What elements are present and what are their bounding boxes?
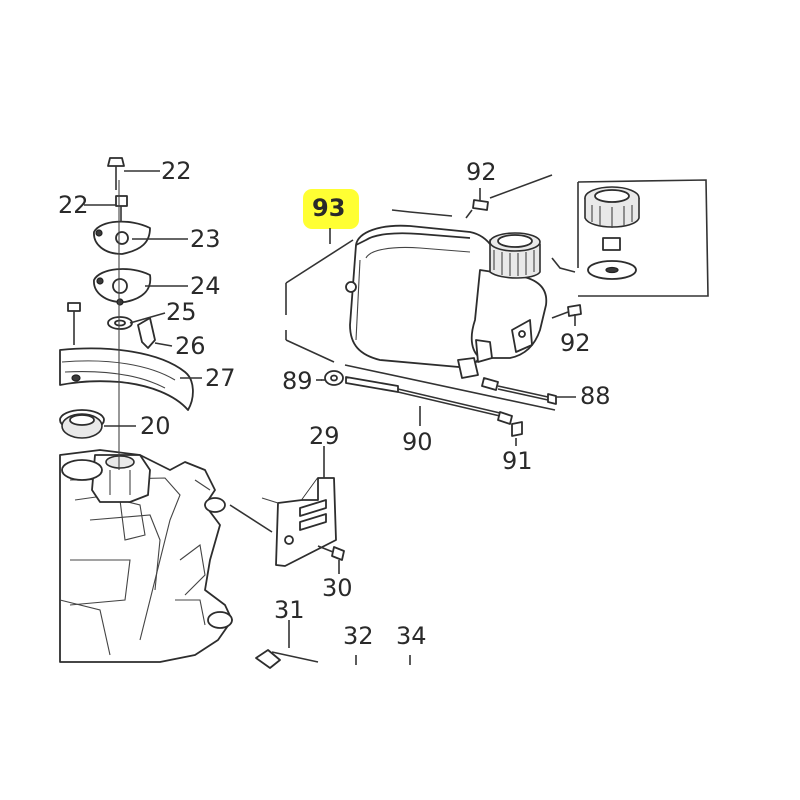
callout-92-top: 92 xyxy=(466,158,497,186)
callout-31: 31 xyxy=(274,596,305,624)
spring-clip-26 xyxy=(137,317,156,349)
bolt-30 xyxy=(317,545,345,561)
callout-27: 27 xyxy=(205,364,236,392)
bolt-92-top xyxy=(465,188,489,219)
part-93-highlight xyxy=(303,189,359,229)
bolt-92-right xyxy=(551,304,582,319)
fuel-cap-detail xyxy=(577,179,709,297)
callout-24: 24 xyxy=(190,272,221,300)
callout-29: 29 xyxy=(309,422,340,450)
gear-hub xyxy=(61,454,151,503)
bracket-plate-24 xyxy=(93,268,152,306)
callout-92-right: 92 xyxy=(560,329,591,357)
callout-26: 26 xyxy=(175,332,206,360)
bolt-left-edge xyxy=(67,302,81,345)
callout-25: 25 xyxy=(166,298,197,326)
callout-22: 22 xyxy=(161,157,192,185)
callout-23: 23 xyxy=(190,225,221,253)
flywheel-shroud-27 xyxy=(59,347,194,411)
callout-90: 90 xyxy=(402,428,433,456)
engine-block xyxy=(59,449,233,663)
callout-34: 34 xyxy=(396,622,427,650)
fuel-hose-90 xyxy=(345,376,501,417)
bolt-22 xyxy=(107,157,125,190)
bracket-plate-23 xyxy=(93,220,151,255)
callout-22-lower: 22 xyxy=(58,191,89,219)
shaft-seal-20 xyxy=(59,409,105,439)
fuel-tank-93-outline-box xyxy=(285,174,576,411)
callout-88: 88 xyxy=(580,382,611,410)
leader-lines xyxy=(84,170,576,648)
washer-25 xyxy=(107,316,133,330)
callout-30: 30 xyxy=(322,574,353,602)
callout-91: 91 xyxy=(502,447,533,475)
choke-rod-31 xyxy=(255,649,319,669)
callout-93: 93 xyxy=(312,194,346,222)
callout-20: 20 xyxy=(140,412,171,440)
hose-clip-89 xyxy=(321,370,344,386)
hose-fitting-91 xyxy=(497,411,523,437)
fuel-tank-93 xyxy=(345,224,548,379)
fuel-valve-88 xyxy=(481,377,557,405)
callout-89: 89 xyxy=(282,367,313,395)
mounting-bracket-29 xyxy=(261,477,337,567)
callout-32: 32 xyxy=(343,622,374,650)
bolt-22-lower xyxy=(115,195,128,222)
